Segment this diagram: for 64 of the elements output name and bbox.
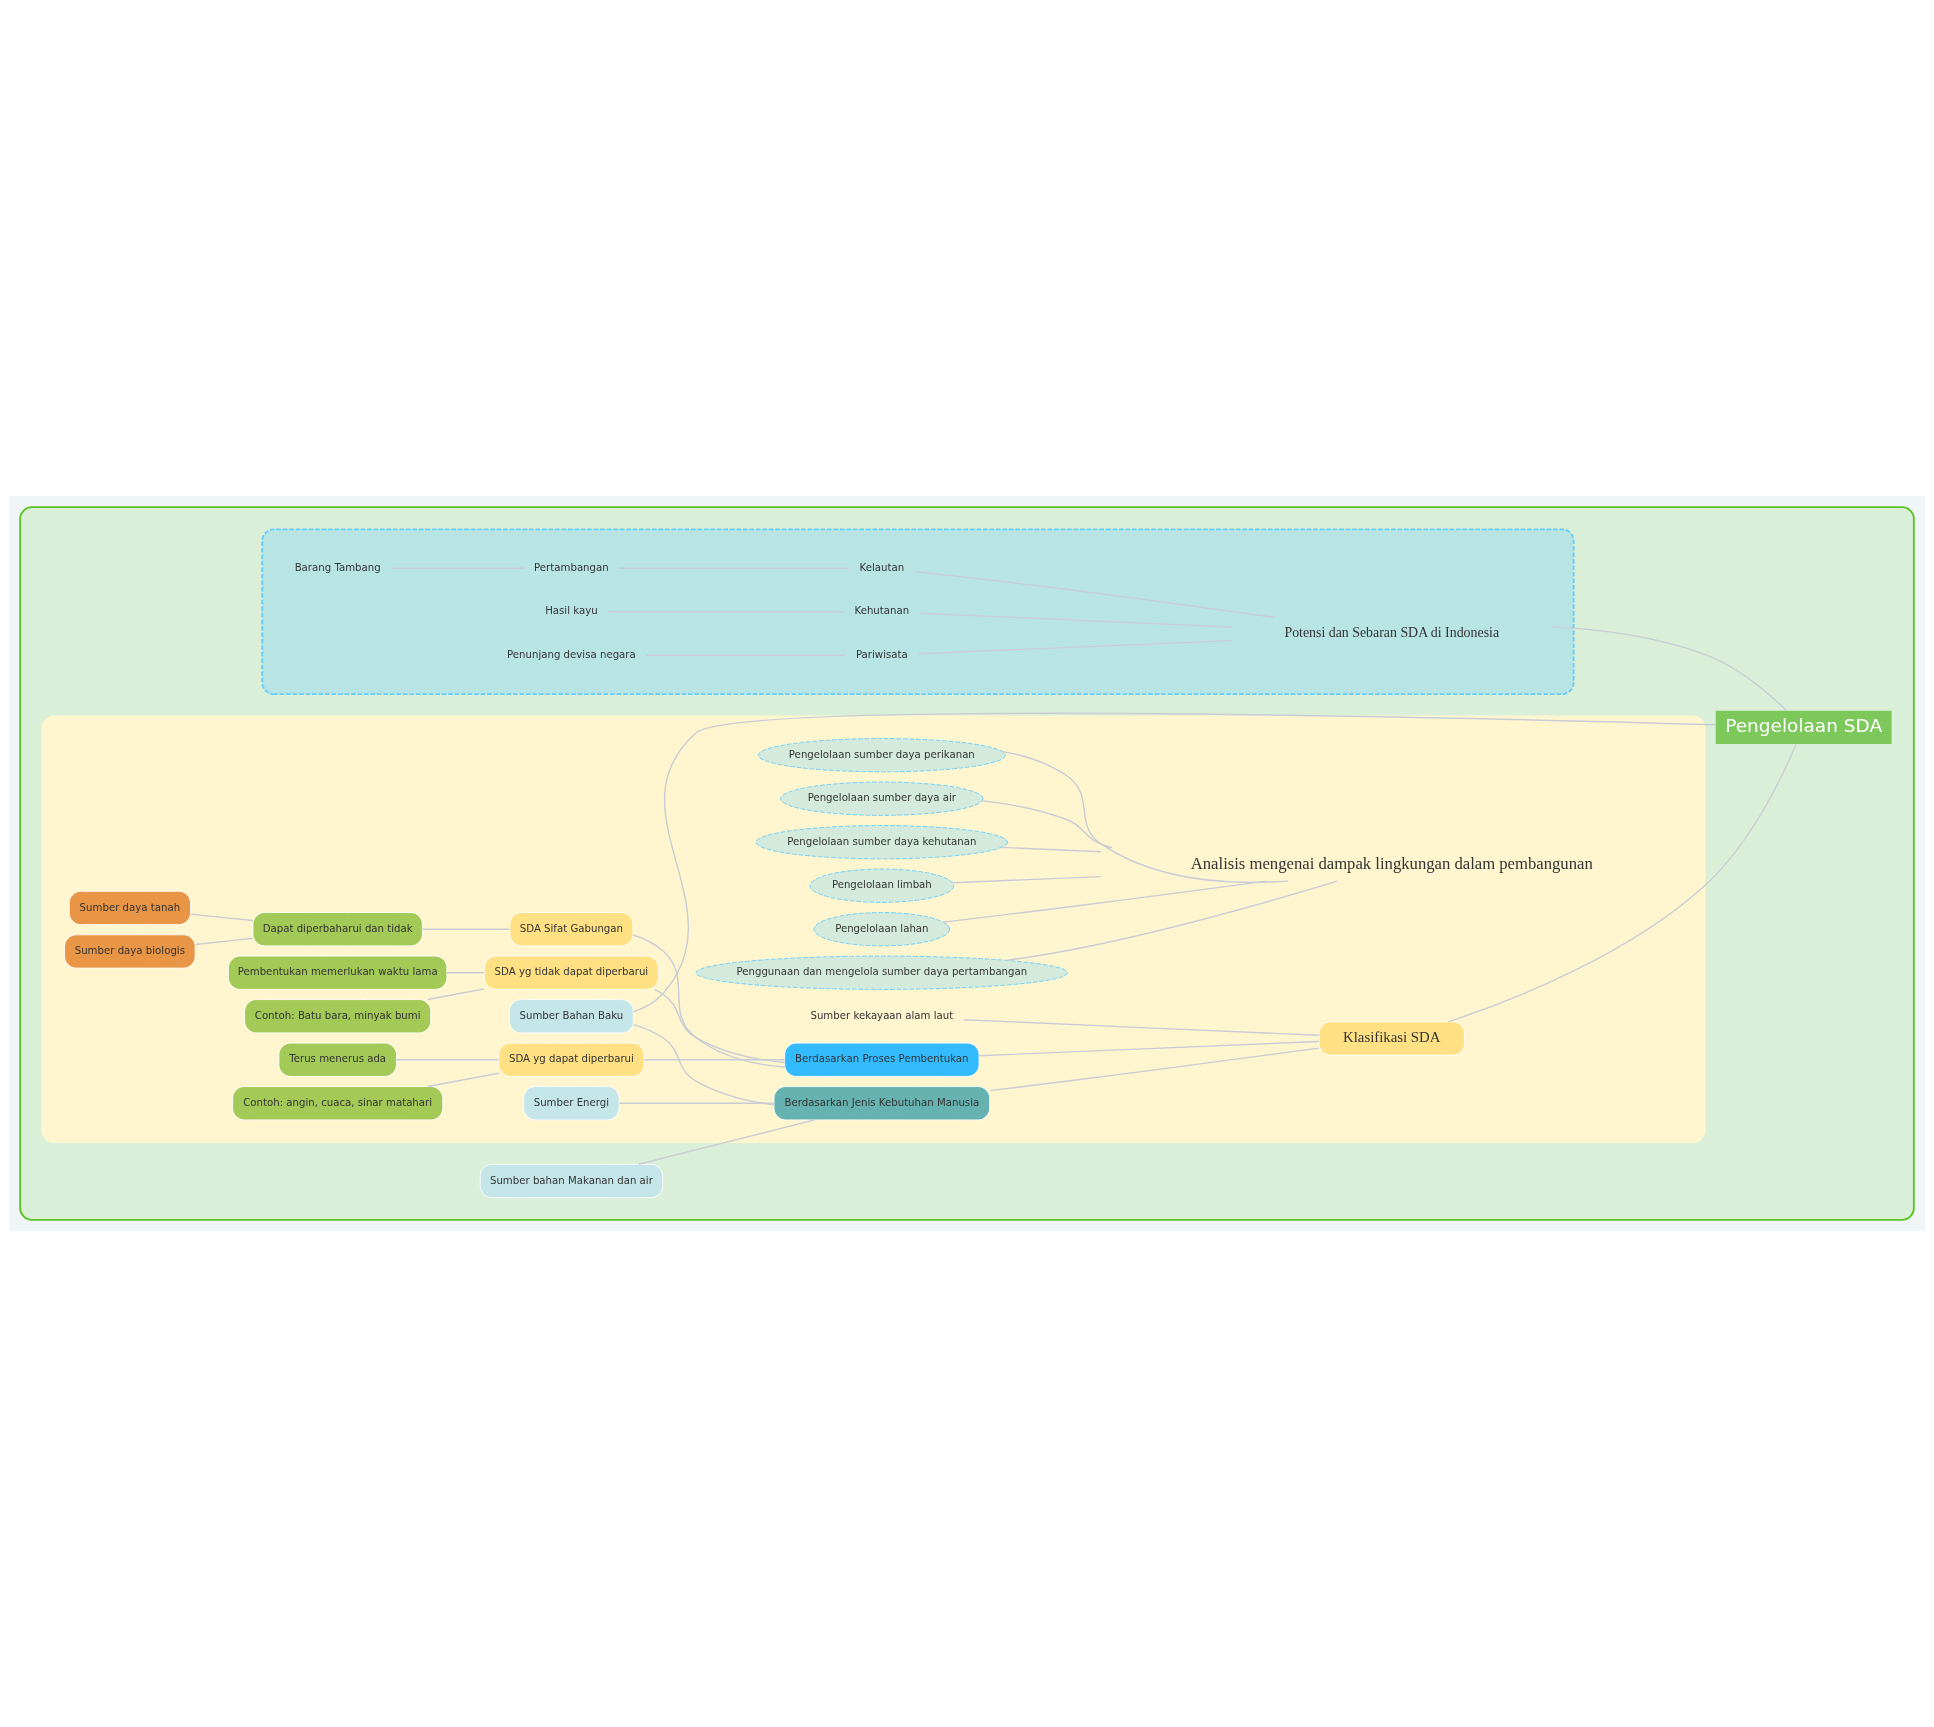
node-box: Pengelolaan SDA (1715, 710, 1892, 745)
connector (942, 880, 1268, 923)
node-box: Klasifikasi SDA (1318, 1021, 1465, 1056)
node-ellipse: Pengelolaan sumber daya kehutanan (755, 825, 1008, 860)
connector (618, 1102, 775, 1104)
node-box: Pembentukan memerlukan waktu lama (227, 955, 448, 990)
node-text: Pertambangan (534, 561, 609, 573)
node-ellipse: Penggunaan dan mengelola sumber daya pertambangan (695, 955, 1069, 990)
node-text: Barang Tambang (294, 561, 381, 573)
connector (918, 612, 1233, 628)
connector (1447, 743, 1797, 1023)
connector (1001, 750, 1289, 883)
node-box: Berdasarkan Proses Pembentukan (784, 1042, 980, 1077)
node-box: SDA yg dapat diperbarui (498, 1042, 645, 1077)
cluster (19, 506, 1915, 1221)
connector (978, 1040, 1320, 1057)
connector (1000, 846, 1102, 853)
connector (653, 988, 786, 1064)
node-text: Pariwisata (855, 648, 908, 660)
connector (962, 1019, 1320, 1036)
connector (951, 875, 1102, 884)
node-box: Dapat diperbaharui dan tidak (252, 912, 423, 947)
connector (421, 928, 511, 930)
node-ellipse: Pengelolaan lahan (813, 912, 951, 947)
connector (981, 800, 1113, 849)
node-box: Sumber bahan Makanan dan air (479, 1163, 664, 1199)
node-box: Sumber Energi (523, 1086, 620, 1121)
node-ellipse: Pengelolaan limbah (809, 868, 955, 903)
connector (989, 1047, 1320, 1092)
connector (1005, 880, 1339, 962)
node-box: Berdasarkan Jenis Kebutuhan Manusia (773, 1086, 991, 1121)
connector (395, 1059, 500, 1061)
node-ellipse: Pengelolaan sumber daya air (780, 781, 984, 816)
cluster (41, 715, 1706, 1144)
connector (189, 913, 254, 922)
connector (427, 988, 485, 1001)
connector (446, 972, 485, 974)
node-text: Analisis mengenai dampak lingkungan dalam pembangunan (1190, 853, 1593, 873)
connector (914, 571, 1275, 618)
node-box: Contoh: Batu bara, minyak bumi (244, 999, 432, 1034)
connector (194, 937, 254, 946)
node-ellipse: Pengelolaan sumber daya perikanan (757, 738, 1006, 773)
node-box: SDA Sifat Gabungan (509, 912, 634, 947)
connector (632, 934, 786, 1068)
cluster (261, 528, 1575, 696)
node-box: Sumber Bahan Baku (508, 999, 634, 1034)
node-text: Kehutanan (854, 605, 910, 617)
node-text: Penunjang devisa negara (507, 648, 636, 660)
node-text: Kelautan (859, 561, 905, 573)
node-box: Contoh: angin, cuaca, sinar matahari (232, 1086, 444, 1121)
connector (1551, 626, 1788, 712)
node-text: Hasil kayu (545, 605, 598, 617)
node-text: Potensi dan Sebaran SDA di Indonesia (1284, 625, 1500, 641)
connector (643, 1059, 786, 1061)
connector (917, 639, 1233, 655)
connector (638, 1119, 816, 1165)
node-box: Terus menerus ada (278, 1042, 397, 1077)
connector (632, 712, 1717, 1013)
node-text: Sumber kekayaan alam laut (810, 1009, 954, 1021)
connector (632, 1024, 775, 1106)
node-box: Sumber daya biologis (64, 934, 196, 969)
node-box: Sumber daya tanah (68, 890, 191, 926)
node-box: SDA yg tidak dapat diperbarui (483, 955, 659, 990)
connector (426, 1072, 500, 1088)
